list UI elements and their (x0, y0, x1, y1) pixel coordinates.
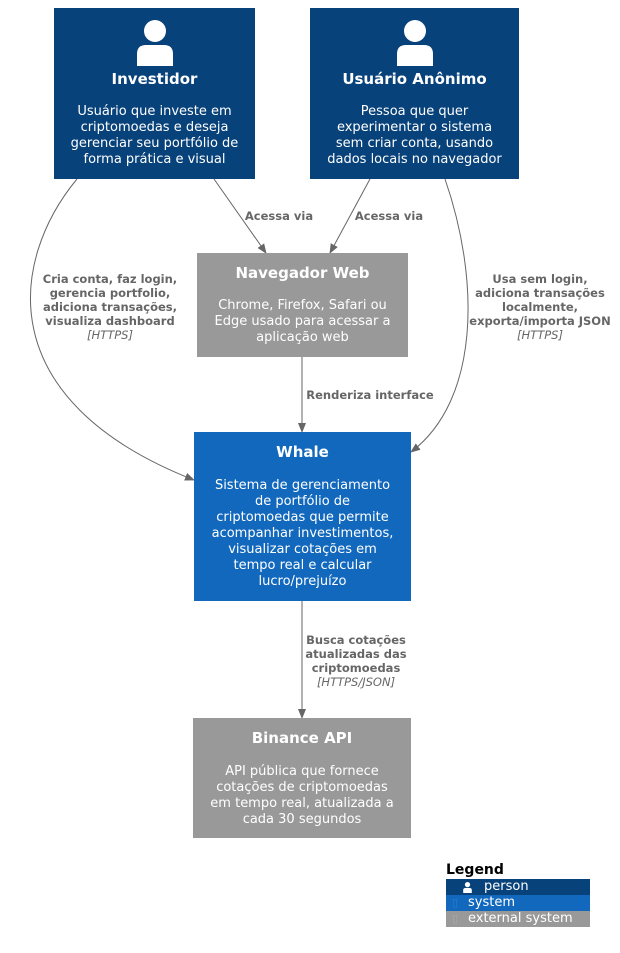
whale-node: Whale Sistema de gerenciamento de portfó… (194, 432, 411, 601)
description-line: gerenciar seu portfólio de (70, 136, 239, 151)
description-line: criptomoedas que permite (216, 510, 389, 525)
description-line: dados locais no navegador (327, 152, 502, 167)
rel-label-line: adiciona transações (475, 286, 605, 300)
rel-tech: [HTTPS] (87, 328, 133, 342)
investidor-description: Usuário que investe em criptomoedas e de… (54, 104, 255, 168)
rel-label-line: Acessa via (354, 209, 424, 223)
description-line: forma prática e visual (83, 152, 226, 167)
binance-node: Binance API API pública que fornece cota… (193, 718, 411, 838)
anonimo-node: Usuário Anônimo Pessoa que quer experime… (310, 8, 519, 179)
description-line: tempo real e calcular (233, 558, 372, 573)
rel-label-line: criptomoedas (311, 661, 401, 675)
description-line: Usuário que investe em (77, 104, 232, 119)
navegador-title: Navegador Web (235, 264, 370, 282)
description-line: lucro/prejuízo (258, 574, 347, 589)
rel-label-line: localmente, (502, 300, 578, 314)
description-line: API pública que fornece (225, 764, 379, 779)
description-line: acompanhar investimentos, (211, 526, 394, 541)
legend-title: Legend (446, 862, 504, 878)
rel-tech: [HTTPS] (517, 328, 563, 342)
connector-anonimo-whale (410, 178, 469, 453)
description-line: em tempo real, atualizada a (210, 796, 394, 811)
rel-label-line: Acessa via (244, 209, 314, 223)
rel-label-line: exporta/importa JSON (469, 314, 611, 328)
rel-label-line: Usa sem login, (492, 272, 588, 286)
rel-label-line: atualizadas das (305, 647, 407, 661)
description-line: Chrome, Firefox, Safari ou (218, 298, 387, 313)
person-icon (396, 20, 433, 66)
rel-label-line: gerencia portfolio, (49, 286, 171, 300)
description-line: aplicação web (256, 330, 349, 345)
description-line: visualizar cotações em (228, 542, 377, 557)
person-icon (463, 882, 472, 893)
legend-label: external system (468, 911, 573, 926)
navegador-description: Chrome, Firefox, Safari ou Edge usado pa… (197, 298, 408, 346)
rel-whale-binance: Busca cotações atualizadas das criptomoe… (296, 633, 416, 689)
rel-label-line: visualiza dashboard (45, 314, 175, 328)
anonimo-description: Pessoa que quer experimentar o sistema s… (310, 104, 519, 168)
binance-description: API pública que fornece cotações de crip… (193, 764, 411, 828)
description-line: criptomoedas e deseja (80, 120, 229, 135)
rel-label-line: Renderiza interface (306, 388, 434, 402)
investidor-node: Investidor Usuário que investe em cripto… (54, 8, 255, 179)
whale-title: Whale (276, 443, 329, 461)
rel-investidor-navegador: Acessa via (236, 209, 322, 223)
rel-label-line: Cria conta, faz login, (42, 272, 178, 286)
investidor-title: Investidor (111, 70, 198, 88)
binance-title: Binance API (251, 729, 353, 747)
rel-investidor-whale: Cria conta, faz login, gerencia portfoli… (34, 272, 186, 342)
rel-label-line: Busca cotações (306, 633, 406, 647)
description-line: experimentar o sistema (336, 120, 493, 135)
external-system-icon: ▯ (452, 912, 459, 925)
legend-label: person (484, 879, 529, 894)
description-line: sem criar conta, usando (335, 136, 494, 151)
anonimo-title: Usuário Anônimo (342, 70, 487, 88)
legend-item-system: ▯ system (446, 895, 590, 911)
rel-tech: [HTTPS/JSON] (316, 675, 396, 689)
legend-item-person: person (446, 879, 590, 895)
person-icon (136, 20, 173, 66)
legend: Legend person ▯ system ▯ external system (446, 862, 590, 927)
rel-navegador-whale: Renderiza interface (300, 388, 440, 402)
connector-investidor-whale (29, 178, 195, 481)
rel-anonimo-whale: Usa sem login, adiciona transações local… (460, 272, 620, 342)
description-line: cada 30 segundos (242, 812, 362, 827)
description-line: Sistema de gerenciamento (214, 478, 391, 493)
whale-description: Sistema de gerenciamento de portfólio de… (194, 478, 411, 590)
connector-anonimo-navegador (329, 178, 371, 254)
navegador-node: Navegador Web Chrome, Firefox, Safari ou… (197, 253, 408, 357)
description-line: cotações de criptomoedas (216, 780, 388, 795)
description-line: Pessoa que quer (360, 104, 469, 119)
rel-label-line: adiciona transações, (43, 300, 177, 314)
description-line: de portfólio de (254, 494, 351, 509)
rel-anonimo-navegador: Acessa via (346, 209, 432, 223)
connector-investidor-navegador (213, 178, 267, 254)
description-line: Edge usado para acessar a (214, 314, 391, 329)
legend-label: system (468, 895, 515, 910)
system-icon: ▯ (452, 896, 459, 909)
legend-item-external-system: ▯ external system (446, 911, 590, 927)
